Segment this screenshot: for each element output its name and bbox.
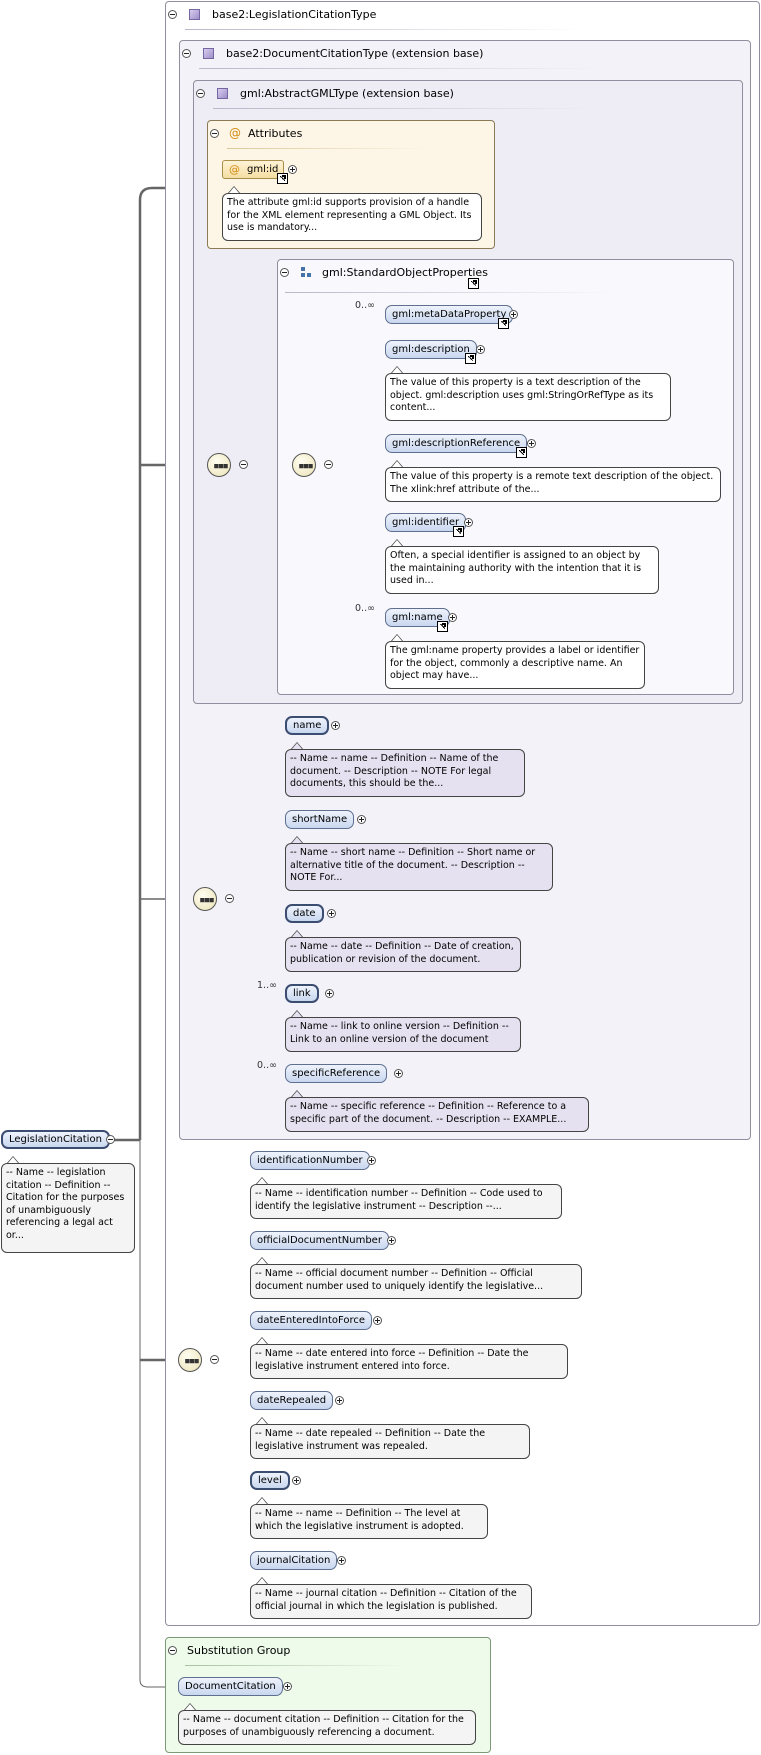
expand-icon[interactable] [367,1156,376,1165]
collapse-icon[interactable] [168,10,177,19]
group-icon [301,267,312,278]
expand-icon[interactable] [288,165,297,174]
element-officialdocumentnumber[interactable]: officialDocumentNumber [250,1231,389,1250]
header-divider [285,292,615,293]
collapse-icon[interactable] [182,49,191,58]
cardinality-label: 0..∞ [257,1060,277,1071]
expand-icon[interactable] [357,815,366,824]
element-level[interactable]: level [250,1471,290,1490]
element-name[interactable]: name [285,716,330,735]
sequence-compositor-icon: ▪▪▪ [207,453,231,477]
expand-icon[interactable] [325,989,334,998]
journalcitation-note: -- Name -- journal citation -- Definitio… [250,1584,532,1619]
element-gml-identifier[interactable]: gml:identifier [385,513,467,532]
root-element-legislationcitation[interactable]: LegislationCitation [1,1130,110,1149]
reference-arrow-icon[interactable] [453,526,464,537]
element-gml-metadataproperty[interactable]: gml:metaDataProperty [385,305,514,324]
description-reference-note: The value of this property is a remote t… [385,467,721,502]
expand-icon[interactable] [394,1069,403,1078]
expand-icon[interactable] [283,1682,292,1691]
collapse-icon[interactable] [280,268,289,277]
reference-arrow-icon[interactable] [516,447,527,458]
ext-box-1-title-text: base2:DocumentCitationType (extension ba… [226,47,484,60]
type-box-title-text: base2:LegislationCitationType [212,8,377,21]
header-divider [185,1665,405,1666]
element-date[interactable]: date [285,904,324,923]
sequence-compositor-icon: ▪▪▪ [292,453,316,477]
expand-icon[interactable] [337,1556,346,1565]
root-element-note: -- Name -- legislation citation -- Defin… [1,1163,135,1253]
documentcitation-note: -- Name -- document citation -- Definiti… [178,1710,476,1745]
collapse-icon[interactable] [324,460,333,469]
attribute-icon: @ [229,126,241,140]
element-dateenteredintoforce[interactable]: dateEnteredIntoForce [250,1311,373,1330]
element-journalcitation[interactable]: journalCitation [250,1551,338,1570]
collapse-icon[interactable] [210,1355,219,1364]
cardinality-label: 0..∞ [355,603,375,614]
identifier-note: Often, a special identifier is assigned … [385,546,659,594]
expand-icon[interactable] [509,310,518,319]
attribute-icon: @ [229,163,240,176]
identificationnumber-note: -- Name -- identification number -- Defi… [250,1184,562,1219]
description-note: The value of this property is a text des… [385,373,671,421]
complex-type-icon [217,88,228,99]
element-link[interactable]: link [285,984,319,1003]
substitution-title-text: Substitution Group [187,1644,291,1657]
link-note: -- Name -- link to online version -- Def… [285,1017,521,1052]
header-divider [227,148,427,149]
expand-icon[interactable] [335,1396,344,1405]
shortname-note: -- Name -- short name -- Definition -- S… [285,843,553,891]
sequence-compositor-icon: ▪▪▪ [178,1348,202,1372]
collapse-icon[interactable] [210,129,219,138]
element-gml-description[interactable]: gml:description [385,340,477,359]
expand-icon[interactable] [476,345,485,354]
specificreference-note: -- Name -- specific reference -- Definit… [285,1097,589,1132]
attributes-title-text: Attributes [248,127,303,140]
complex-type-icon [189,9,200,20]
collapse-icon[interactable] [225,894,234,903]
complex-type-icon [203,48,214,59]
expand-icon[interactable] [527,439,536,448]
sequence-compositor-icon: ▪▪▪ [193,887,217,911]
collapse-icon[interactable] [106,1135,115,1144]
expand-icon[interactable] [387,1236,396,1245]
dateenteredintoforce-note: -- Name -- date entered into force -- De… [250,1344,568,1379]
element-shortname[interactable]: shortName [285,810,355,829]
reference-arrow-icon[interactable] [277,173,288,184]
expand-icon[interactable] [464,518,473,527]
reference-arrow-icon[interactable] [437,621,448,632]
element-gml-descriptionreference[interactable]: gml:descriptionReference [385,434,528,453]
element-daterepealed[interactable]: dateRepealed [250,1391,334,1410]
gml-id-attribute[interactable]: @ gml:id [222,160,284,179]
officialdocumentnumber-note: -- Name -- official document number -- D… [250,1264,582,1299]
daterepealed-note: -- Name -- date repealed -- Definition -… [250,1424,530,1459]
collapse-icon[interactable] [239,460,248,469]
expand-icon[interactable] [292,1476,301,1485]
element-specificreference[interactable]: specificReference [285,1064,388,1083]
expand-icon[interactable] [331,721,340,730]
reference-arrow-icon[interactable] [498,318,509,329]
element-documentcitation[interactable]: DocumentCitation [178,1677,283,1696]
expand-icon[interactable] [373,1316,382,1325]
expand-icon[interactable] [327,909,336,918]
header-divider [185,29,585,30]
name-note: -- Name -- name -- Definition -- Name of… [285,749,525,797]
reference-arrow-icon[interactable] [465,353,476,364]
collapse-icon[interactable] [196,89,205,98]
gml-id-note: The attribute gml:id supports provision … [222,193,482,241]
gml-name-note: The gml:name property provides a label o… [385,641,645,689]
date-note: -- Name -- date -- Definition -- Date of… [285,937,521,972]
cardinality-label: 0..∞ [355,300,375,311]
ext-box-2-title-text: gml:AbstractGMLType (extension base) [240,87,454,100]
element-identificationnumber[interactable]: identificationNumber [250,1151,370,1170]
expand-icon[interactable] [448,613,457,622]
cardinality-label: 1..∞ [257,980,277,991]
reference-arrow-icon[interactable] [468,278,479,289]
header-divider [213,108,593,109]
collapse-icon[interactable] [168,1646,177,1655]
level-note: -- Name -- name -- Definition -- The lev… [250,1504,488,1539]
header-divider [199,68,599,69]
sop-title-text: gml:StandardObjectProperties [322,266,488,279]
